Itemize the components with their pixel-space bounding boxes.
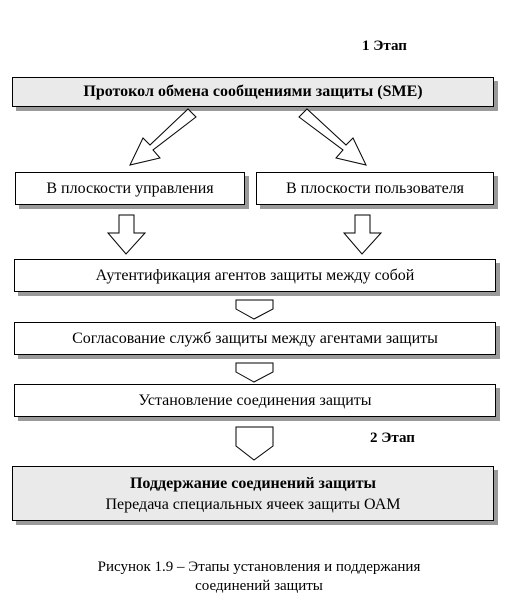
sme-protocol-box: Протокол обмена сообщениями защиты (SME) [12, 77, 494, 107]
user-plane-box: В плоскости пользователя [256, 172, 494, 205]
maintenance-title: Поддержание соединений защиты [129, 474, 377, 492]
stage-2-label: 2 Этап [370, 430, 415, 446]
connection-maintenance-box: Поддержание соединений защиты Передача с… [12, 466, 494, 521]
chevron-down-icon-1 [235, 299, 274, 320]
figure-caption-line1: Рисунок 1.9 – Этапы установления и подде… [97, 559, 421, 575]
control-plane-box: В плоскости управления [15, 172, 245, 205]
stage-1-label: 1 Этап [362, 38, 407, 54]
connection-establishment-box: Установление соединения защиты [14, 384, 496, 417]
oam-cells-subtitle: Передача специальных ячеек защиты ОАМ [105, 495, 401, 513]
diagonal-arrow-right-icon [298, 108, 367, 166]
down-arrow-left-icon [106, 214, 147, 255]
down-arrow-right-icon [342, 214, 383, 255]
diagonal-arrow-left-icon [129, 108, 197, 166]
pentagon-down-arrow-icon [235, 426, 274, 461]
agent-authentication-box: Аутентификация агентов защиты между собо… [14, 259, 496, 292]
chevron-down-icon-2 [235, 362, 274, 383]
services-negotiation-box: Согласование служб защиты между агентами… [14, 322, 496, 355]
figure-caption-line2: соединений защиты [195, 578, 323, 594]
